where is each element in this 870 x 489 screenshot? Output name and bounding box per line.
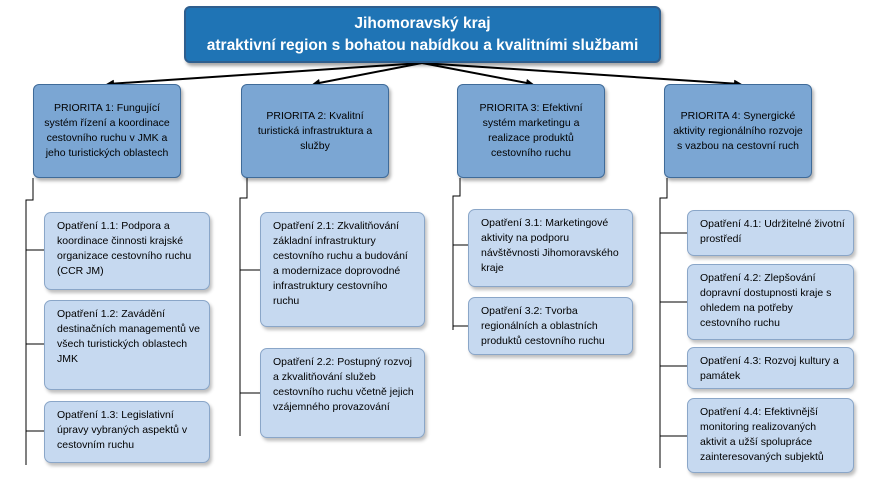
measure-1-1: Opatření 1.1: Podpora a koordinace činno… xyxy=(44,212,210,290)
measure-4-3: Opatření 4.3: Rozvoj kultury a památek xyxy=(687,347,854,389)
priority-3-box: PRIORITA 3: Efektivní systém marketingu … xyxy=(457,84,605,178)
measure-2-1: Opatření 2.1: Zkvalitňování základní inf… xyxy=(260,212,425,327)
measure-3-1: Opatření 3.1: Marketingové aktivity na p… xyxy=(468,209,633,287)
measure-brackets xyxy=(25,178,687,468)
measure-4-2: Opatření 4.2: Zlepšování dopravní dostup… xyxy=(687,264,854,340)
priority-4-box: PRIORITA 4: Synergické aktivity regionál… xyxy=(664,84,812,178)
measure-4-4: Opatření 4.4: Efektivnější monitoring re… xyxy=(687,398,854,473)
priority-2-box: PRIORITA 2: Kvalitní turistická infrastr… xyxy=(241,84,389,178)
measure-2-2: Opatření 2.2: Postupný rozvoj a zkvalitň… xyxy=(260,348,425,438)
priority-arrows xyxy=(106,62,742,88)
measure-3-2: Opatření 3.2: Tvorba regionálních a obla… xyxy=(468,297,633,355)
measure-4-1: Opatření 4.1: Udržitelné životní prostře… xyxy=(687,210,854,256)
priority-1-box: PRIORITA 1: Fungující systém řízení a ko… xyxy=(33,84,181,178)
main-goal-line1: Jihomoravský kraj xyxy=(354,15,491,32)
measure-1-3: Opatření 1.3: Legislativní úpravy vybran… xyxy=(44,401,210,463)
main-goal-line2: atraktivní region s bohatou nabídkou a k… xyxy=(206,37,639,54)
main-goal-box: Jihomoravský kraj atraktivní region s bo… xyxy=(184,6,661,63)
measure-1-2: Opatření 1.2: Zavádění destinačních mana… xyxy=(44,300,210,390)
